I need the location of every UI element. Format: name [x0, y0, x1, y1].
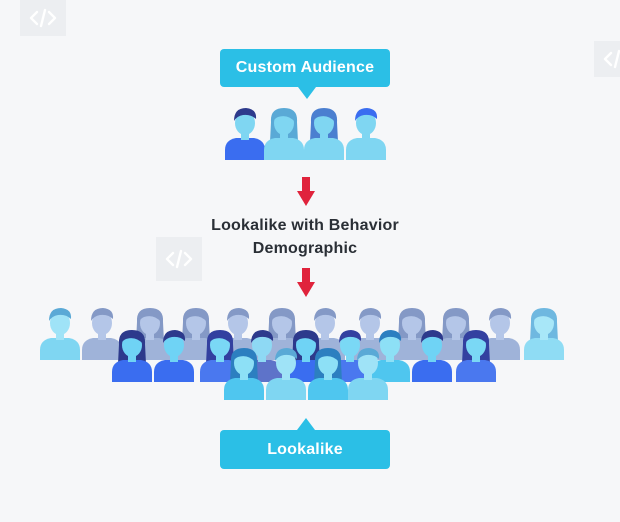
person-icon [264, 108, 304, 160]
person-icon [40, 308, 80, 360]
arrow-down-icon [297, 177, 315, 206]
person-icon [480, 308, 520, 360]
lookalike-criteria-label: Lookalike with Behavior Demographic [150, 214, 460, 260]
person-icon [176, 308, 216, 360]
lookalike-label: Lookalike [267, 440, 343, 458]
code-icon [20, 0, 66, 36]
person-icon [348, 348, 388, 400]
custom-audience-callout: Custom Audience [220, 49, 390, 87]
criteria-line-2: Demographic [252, 240, 358, 257]
callout-tail [298, 87, 316, 99]
person-icon [266, 348, 306, 400]
person-icon [456, 330, 496, 382]
criteria-line-1: Lookalike with Behavior [211, 217, 399, 234]
person-icon [436, 308, 476, 360]
callout-tail [297, 418, 315, 430]
person-icon [392, 308, 432, 360]
custom-audience-label: Custom Audience [235, 59, 375, 76]
person-icon [224, 348, 264, 400]
person-icon [346, 108, 386, 160]
person-icon [112, 330, 152, 382]
person-icon [412, 330, 452, 382]
person-icon [82, 308, 122, 360]
arrow-down-icon [297, 268, 315, 297]
person-icon [154, 330, 194, 382]
person-icon [308, 348, 348, 400]
code-icon [156, 237, 202, 281]
person-icon [524, 308, 564, 360]
person-icon [304, 108, 344, 160]
lookalike-callout: Lookalike [220, 430, 390, 469]
person-icon [200, 330, 240, 382]
code-icon [594, 41, 620, 77]
person-icon [370, 330, 410, 382]
person-icon [225, 108, 265, 160]
